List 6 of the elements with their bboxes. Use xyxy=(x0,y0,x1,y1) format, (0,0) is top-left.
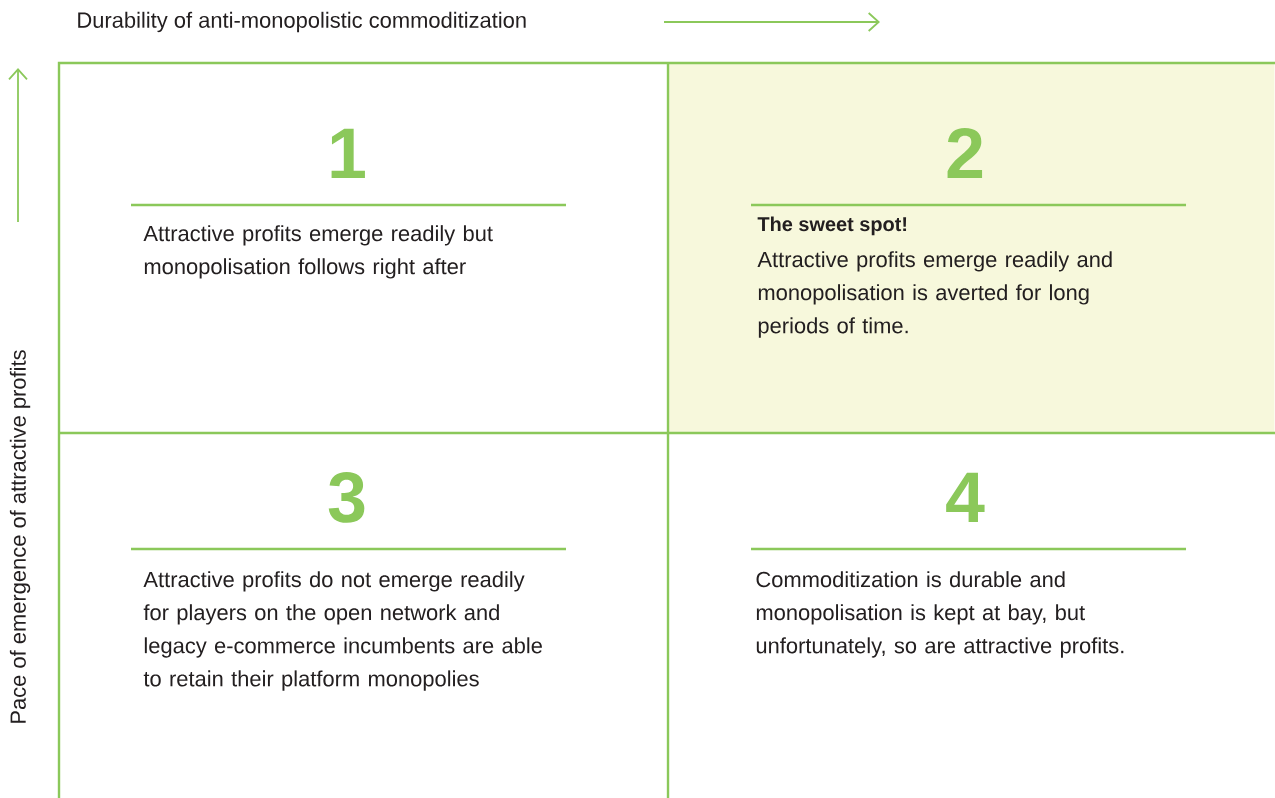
axis-label: Pace of emergence of attractive profits xyxy=(9,350,31,723)
quadrant-cell: 2 The sweet spot! Attractive profits emerge readily and monopolisation is averted for long periods of time. xyxy=(668,63,1275,434)
quadrant-cell: 4 Commoditization is durable and monopolisation is kept at bay, but unfortunately, so are attractive profits. xyxy=(751,472,1186,658)
quadrant-cell: 1 Attractive profits emerge readily but monopolisation follows right after xyxy=(131,128,566,279)
axis-label: Durability of anti-monopolistic commoditization xyxy=(78,11,526,33)
quadrant-cell: 3 Attractive profits do not emerge readily for players on the open network and legacy e-commerce incumbents are able to retain their platform monopolies xyxy=(131,471,566,691)
